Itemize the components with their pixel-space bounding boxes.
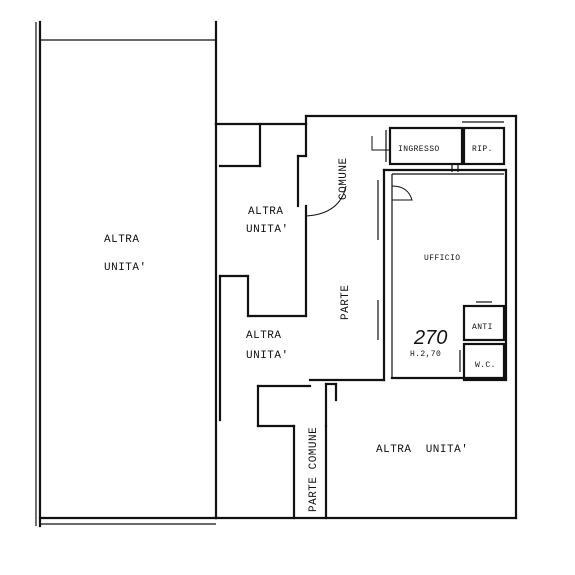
mid-bottom-unit-walls [218,274,386,520]
room-label-altra-left-1: ALTRA [104,234,140,246]
room-label-ufficio: UFFICIO [424,254,460,263]
room-label-comune: COMUNE [338,157,350,200]
ingresso-room [388,126,464,166]
room-label-parte: PARTE [340,284,352,320]
room-label-parte-comune: PARTE COMUNE [308,427,320,512]
room-label-altra-midtop-1: ALTRA [248,206,284,218]
office-door-swing [391,185,413,201]
room-label-altra-midbottom-2: UNITA' [246,350,289,362]
room-label-altra-left-2: UNITA' [104,262,147,274]
height-annotation: H.2,70 [410,350,441,359]
room-label-altra-midtop-2: UNITA' [246,224,289,236]
bathroom-walls [459,301,506,382]
room-label-ingresso: INGRESSO [398,145,440,154]
wc-room [462,342,506,382]
room-label-anti: ANTI [472,323,493,332]
mid-top-unit-walls [218,122,347,318]
office-walls [377,168,508,382]
room-label-rip: RIP. [472,145,493,154]
outer-boundary [214,114,518,520]
room-label-wc: W.C. [475,361,496,370]
handwritten-number: 270 [413,327,447,349]
ingresso-door-swing [371,136,390,151]
room-label-altra-bottom: ALTRA UNITA' [376,444,468,456]
room-label-altra-midbottom-1: ALTRA [246,330,282,342]
rip-room [462,126,506,166]
ingresso-walls [371,121,506,172]
anti-room [462,304,506,342]
door-swing [305,185,347,217]
left-unit-walls [35,20,218,528]
